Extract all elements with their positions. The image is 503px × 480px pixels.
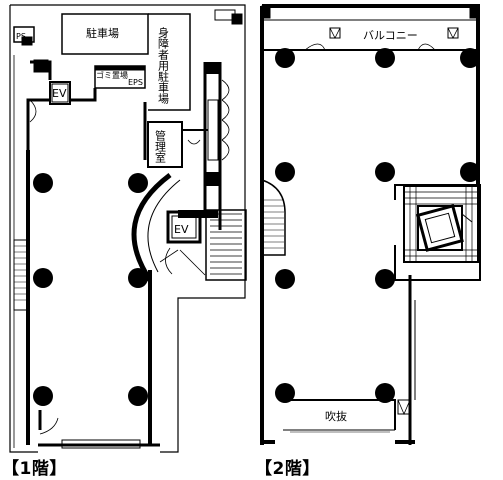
floor2-columns xyxy=(275,48,480,403)
eps-label: EPS xyxy=(128,78,143,87)
main-elevator-label: EV xyxy=(174,223,189,236)
floor1-columns xyxy=(33,62,220,406)
accessible-parking-label: 身障者用駐車場 xyxy=(157,26,170,105)
floor1-plan xyxy=(9,4,247,453)
parking-label: 駐車場 xyxy=(86,26,119,40)
balcony-label: バルコニー xyxy=(363,29,418,42)
floor2-plan xyxy=(260,4,481,445)
atrium-label: 吹抜 xyxy=(325,409,347,423)
garbage-label: ゴミ置場 xyxy=(96,70,128,80)
floor2-caption: 【2階】 xyxy=(255,459,320,479)
ps-label: PS xyxy=(16,32,26,41)
floor1-caption: 【1階】 xyxy=(2,459,67,479)
management-room-label: 管理室 xyxy=(154,129,167,163)
small-elevator-label: EV xyxy=(52,87,67,100)
